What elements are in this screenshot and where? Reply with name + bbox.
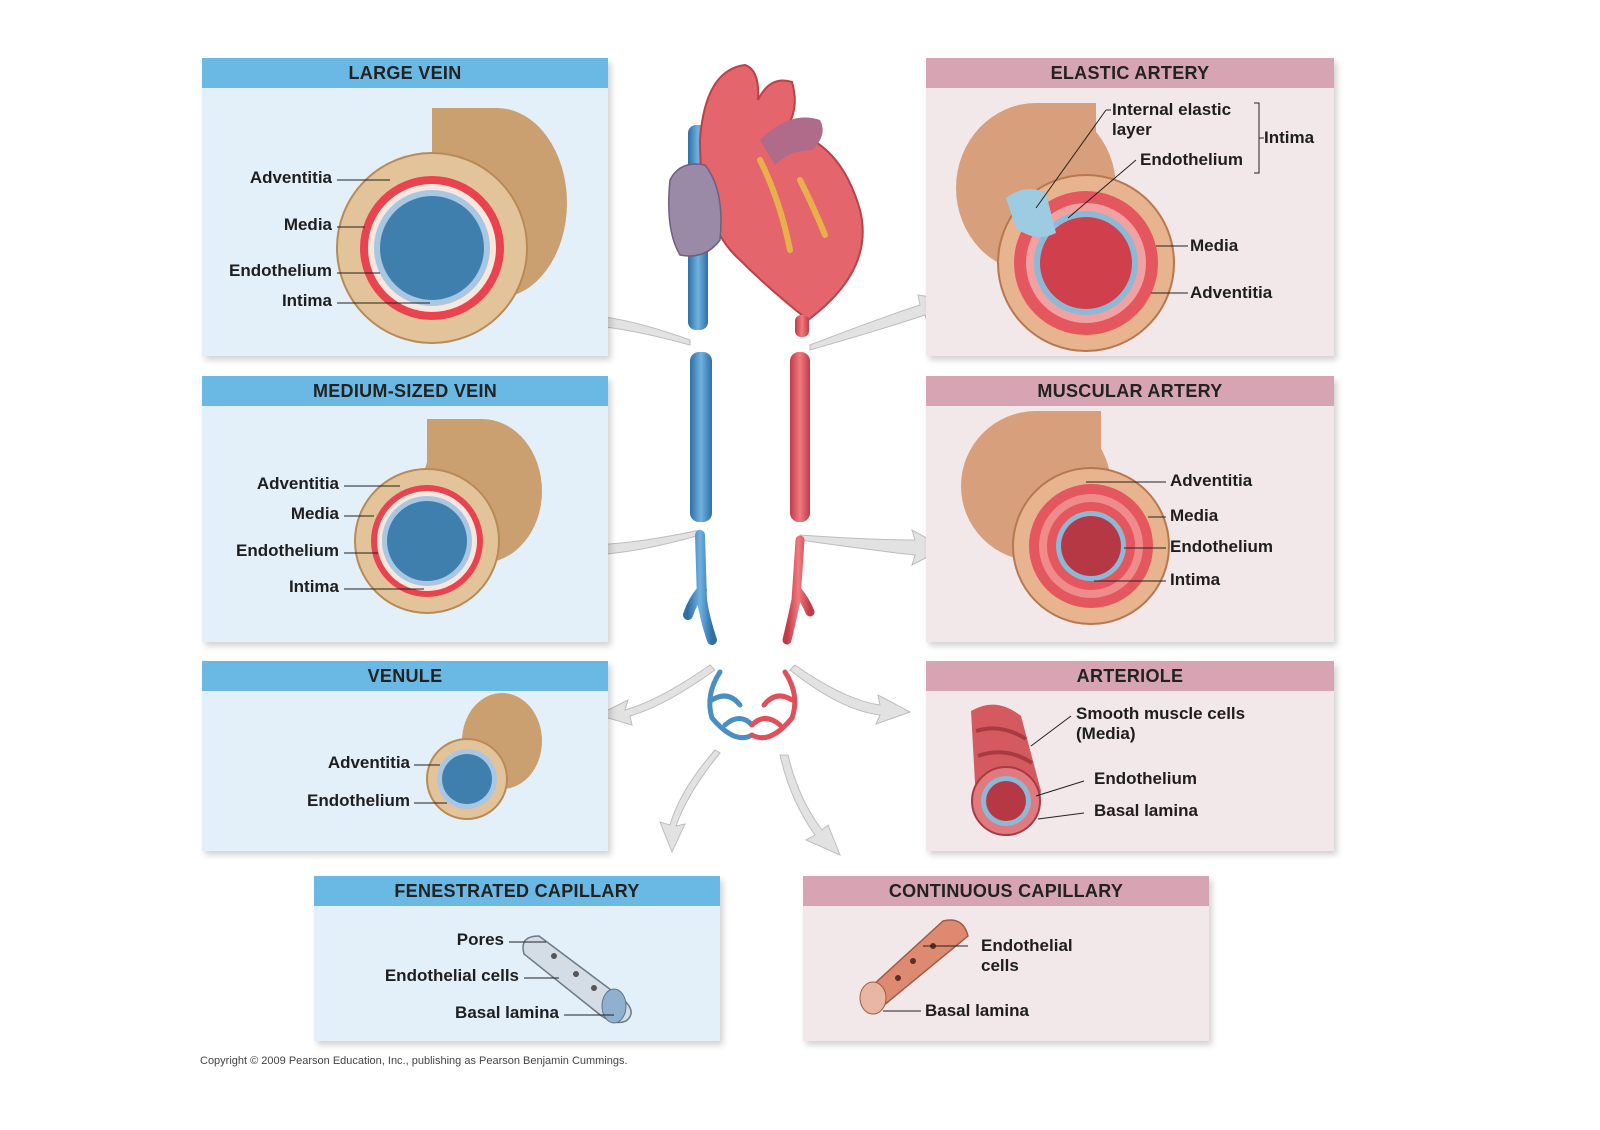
panel-continuous-capillary: CONTINUOUS CAPILLARY Endothelial cells B… — [803, 876, 1209, 1041]
label-media: Media — [283, 215, 332, 234]
panel-title: FENESTRATED CAPILLARY — [314, 876, 720, 906]
panel-title: LARGE VEIN — [202, 58, 608, 88]
copyright-notice: Copyright © 2009 Pearson Education, Inc.… — [200, 1055, 628, 1067]
label-endothelial: Endothelial — [981, 936, 1073, 955]
panel-muscular-artery: MUSCULAR ARTERY Adventitia Media Endothe… — [926, 376, 1334, 642]
panel-title: MEDIUM-SIZED VEIN — [202, 376, 608, 406]
label-basal-lamina: Basal lamina — [925, 1001, 1029, 1020]
label-pores: Pores — [456, 930, 504, 949]
label-intima: Intima — [288, 577, 339, 596]
label-basal-lamina: Basal lamina — [1094, 801, 1198, 820]
flow-arrows — [553, 294, 951, 856]
label-endothelial-cells: Endothelial cells — [384, 966, 519, 985]
panel-title: VENULE — [202, 661, 608, 691]
panel-large-vein: LARGE VEIN Adventitia Media Endothelium … — [202, 58, 608, 356]
elastic-artery-cross-section — [956, 102, 1264, 352]
panel-arteriole: ARTERIOLE Smooth muscle cells (Media) En… — [926, 661, 1334, 851]
arteriole-illustration — [971, 704, 1085, 836]
label-media: Media — [1170, 506, 1219, 525]
label-endothelium: Endothelium — [236, 541, 339, 560]
label-endothelium: Endothelium — [1094, 769, 1197, 788]
heart-illustration — [668, 63, 864, 337]
label-intima: Intima — [1170, 570, 1221, 589]
panel-title: CONTINUOUS CAPILLARY — [803, 876, 1209, 906]
label-endothelium: Endothelium — [1170, 537, 1273, 556]
fenestrated-capillary-illustration — [509, 935, 632, 1024]
label-endothelium: Endothelium — [1140, 150, 1243, 169]
label-adventitia: Adventitia — [1190, 283, 1273, 302]
panel-title: ARTERIOLE — [926, 661, 1334, 691]
panel-title: MUSCULAR ARTERY — [926, 376, 1334, 406]
panel-medium-vein: MEDIUM-SIZED VEIN Adventitia Media Endot… — [202, 376, 608, 642]
panel-venule: VENULE Adventitia Endothelium — [202, 661, 608, 851]
label-endothelium: Endothelium — [307, 791, 410, 810]
large-vein-cross-section — [336, 108, 567, 344]
label-adventitia: Adventitia — [1170, 471, 1253, 490]
vein-column — [683, 352, 717, 645]
label-endothelium: Endothelium — [229, 261, 332, 280]
label-media: Media — [1190, 236, 1239, 255]
venule-cross-section — [414, 693, 542, 820]
capillary-bed — [707, 669, 798, 741]
label-adventitia: Adventitia — [256, 474, 339, 493]
label-cells: cells — [981, 956, 1019, 975]
label-layer: layer — [1112, 120, 1152, 139]
label-adventitia: Adventitia — [327, 753, 410, 772]
label-smooth-muscle-cells: Smooth muscle cells — [1076, 704, 1246, 723]
artery-column — [782, 352, 815, 645]
label-media: Media — [290, 504, 339, 523]
continuous-capillary-illustration — [859, 919, 969, 1015]
panel-title: ELASTIC ARTERY — [926, 58, 1334, 88]
label-intima: Intima — [281, 291, 332, 310]
label-adventitia: Adventitia — [249, 168, 332, 187]
medium-vein-cross-section — [344, 419, 542, 614]
label-media: (Media) — [1076, 724, 1136, 743]
muscular-artery-cross-section — [961, 411, 1170, 625]
label-intima: Intima — [1264, 128, 1315, 147]
label-basal-lamina: Basal lamina — [455, 1003, 559, 1022]
label-internal-elastic: Internal elastic — [1112, 100, 1232, 119]
panel-fenestrated-capillary: FENESTRATED CAPILLARY Pores Endothelial … — [314, 876, 720, 1041]
panel-elastic-artery: ELASTIC ARTERY Internal elastic layer En… — [926, 58, 1334, 356]
